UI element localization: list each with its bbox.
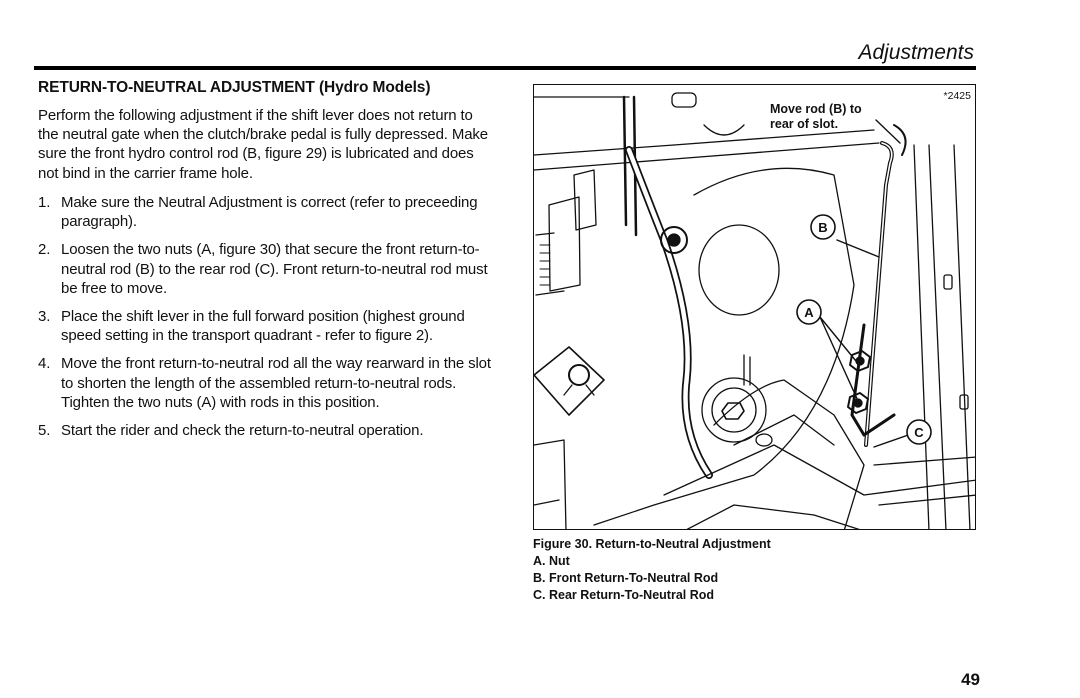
step-number: 3.	[38, 308, 51, 326]
step-item: 4. Move the front return-to-neutral rod a…	[38, 354, 493, 412]
step-item: 5. Start the rider and check the return-t…	[38, 421, 493, 440]
section-heading: RETURN-TO-NEUTRAL ADJUSTMENT (Hydro Mode…	[38, 79, 431, 96]
step-number: 4.	[38, 355, 51, 373]
header-rule	[34, 66, 976, 70]
step-number: 5.	[38, 422, 51, 440]
label-a: A	[804, 305, 814, 320]
step-item: 1. Make sure the Neutral Adjustment is co…	[38, 193, 493, 231]
caption-item: B. Front Return-To-Neutral Rod	[533, 571, 719, 585]
step-text: Make sure the Neutral Adjustment is corr…	[61, 194, 478, 231]
mechanism-drawing: B A C	[534, 92, 975, 529]
step-text: Start the rider and check the return-to-…	[61, 422, 424, 440]
step-item: 2. Loosen the two nuts (A, figure 30) tha…	[38, 240, 493, 298]
caption-title: Figure 30. Return-to-Neutral Adjustment	[533, 537, 771, 551]
callout-line: Move rod (B) to	[770, 102, 862, 116]
figure-caption: Figure 30. Return-to-Neutral Adjustment …	[533, 536, 771, 604]
caption-item: A. Nut	[533, 554, 570, 568]
steps-list: 1. Make sure the Neutral Adjustment is co…	[38, 193, 493, 449]
step-text: Move the front return-to-neutral rod all…	[61, 355, 491, 411]
page-number: 49	[961, 670, 980, 689]
intro-paragraph: Perform the following adjustment if the …	[38, 107, 488, 182]
step-item: 3. Place the shift lever in the full forw…	[38, 307, 493, 345]
label-b: B	[818, 220, 827, 235]
caption-item: C. Rear Return-To-Neutral Rod	[533, 588, 715, 602]
step-text: Place the shift lever in the full forwar…	[61, 308, 465, 345]
label-c: C	[914, 425, 924, 440]
figure-callout: Move rod (B) to rear of slot.	[770, 102, 862, 132]
step-number: 2.	[38, 241, 51, 259]
section-title: Adjustments	[858, 41, 974, 64]
figure-code: *2425	[943, 90, 971, 102]
callout-line: rear of slot.	[770, 117, 839, 131]
step-number: 1.	[38, 194, 51, 211]
step-text: Loosen the two nuts (A, figure 30) that …	[61, 241, 488, 297]
figure-30-illustration: B A C *2425 Move rod (B) to rear of slot…	[533, 84, 976, 530]
